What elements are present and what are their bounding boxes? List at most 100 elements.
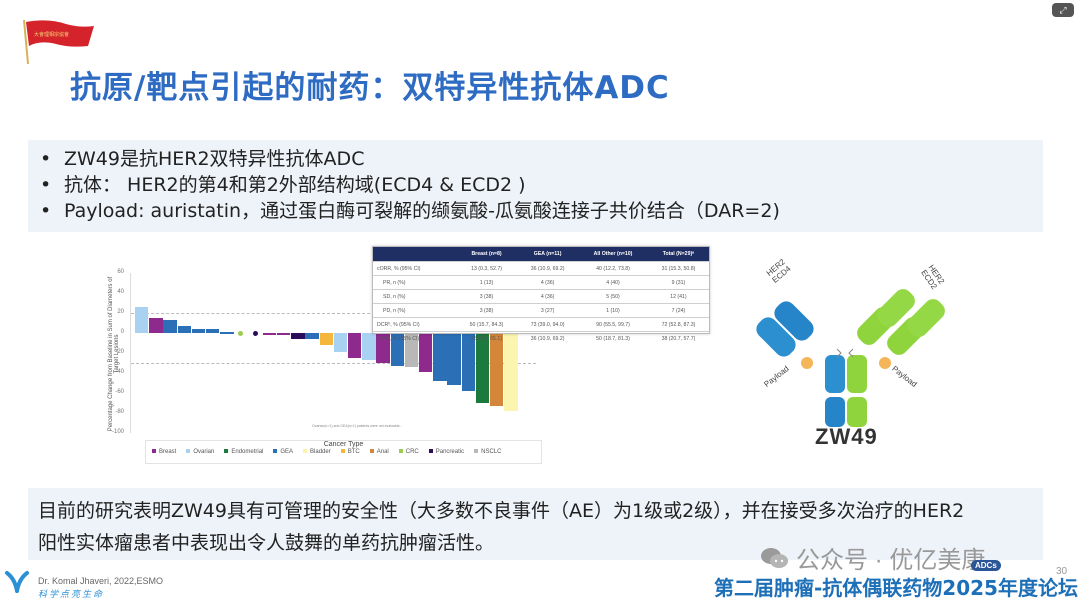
antibody-diagram — [756, 289, 945, 427]
legend-item: Pancreatic — [428, 449, 464, 455]
chart-bar — [149, 318, 163, 333]
chart-bar — [362, 333, 376, 360]
table-cell: 1 (13) — [455, 275, 518, 290]
table-row: PR, n (%)1 (13)4 (36)4 (40)9 (31) — [373, 275, 709, 290]
chart-bar — [348, 333, 362, 358]
chart-marker — [238, 330, 244, 336]
table-cell: 90 (55.5, 99.7) — [578, 317, 648, 332]
chart-bar — [305, 333, 319, 339]
legend-item: GEA — [273, 449, 293, 455]
expand-icon: ⤢ — [1059, 5, 1067, 15]
bullet-item: •Payload: auristatin，通过蛋白酶可裂解的缬氨酸-瓜氨酸连接子… — [40, 200, 780, 222]
table-cell: CBRᶜ, % (95% CI) — [373, 331, 456, 345]
bullet-item: •ZW49是抗HER2双特异性抗体ADC — [40, 148, 365, 170]
conclusion-line-2: 阳性实体瘤患者中表现出令人鼓舞的单药抗肿瘤活性。 — [38, 532, 495, 554]
legend-swatch-icon — [340, 449, 345, 454]
chart-bar — [475, 333, 490, 403]
table-row: CBRᶜ, % (95% CI)25 (3.2, 65.1)36 (10.9, … — [373, 331, 709, 345]
legend-item: Anal — [369, 449, 389, 455]
table-cell: DCRᵇ, % (95% CI) — [373, 317, 456, 332]
table-header: GEA (n=11) — [517, 247, 579, 262]
y-tick: -40 — [115, 369, 124, 375]
chart-bar — [504, 333, 518, 411]
table-cell: 73 (39.0, 94.0) — [517, 317, 579, 332]
legend-swatch-icon — [273, 449, 278, 454]
y-tick: -20 — [115, 349, 124, 355]
wechat-icon — [761, 547, 788, 568]
expand-button[interactable]: ⤢ — [1052, 3, 1074, 17]
y-tick: -60 — [115, 389, 124, 395]
table-cell: 3 (38) — [455, 303, 518, 318]
legend-swatch-icon — [186, 449, 191, 454]
chart-bar — [433, 333, 447, 381]
table-cell: 9 (31) — [647, 275, 709, 290]
table-header — [373, 247, 456, 262]
legend-swatch-icon — [398, 449, 403, 454]
legend-swatch-icon — [474, 449, 479, 454]
her2-ecd2-arm-icon — [857, 289, 945, 355]
table-cell: 5 (50) — [578, 289, 648, 304]
table-cell: SD, n (%) — [373, 289, 456, 304]
table-cell: 25 (3.2, 65.1) — [455, 331, 518, 345]
chart-bar — [333, 333, 348, 352]
y-tick: -80 — [115, 409, 124, 415]
table-cell: 31 (15.3, 50.8) — [647, 261, 709, 276]
citation: Dr. Komal Jhaveri, 2022,ESMO — [38, 576, 164, 586]
chart-bar — [191, 329, 206, 333]
table-row: SD, n (%)3 (38)4 (36)5 (50)12 (41) — [373, 289, 709, 304]
legend-item: NSCLC — [474, 449, 501, 455]
y-tick: 0 — [120, 329, 124, 335]
bullet-item: •抗体： HER2的第4和第2外部结构域(ECD4 & ECD2 ) — [40, 174, 526, 196]
response-table: Breast (n=8)GEA (n=11)All Other (n=10)To… — [372, 246, 710, 345]
table-cell: 1 (10) — [578, 303, 648, 318]
legend-swatch-icon — [224, 449, 229, 454]
chart-footnote: Ovarian(n=1) and GEA(n=1) patients were … — [312, 424, 403, 428]
chart-bar — [220, 332, 234, 334]
table-cell: 4 (40) — [578, 275, 648, 290]
flag-logo-icon: 大會理相宗協會 — [23, 19, 94, 65]
chart-bar — [291, 333, 305, 339]
legend-item: CRC — [398, 449, 419, 455]
fc-region-icon — [825, 348, 867, 427]
conclusion-line-1: 目前的研究表明ZW49具有可管理的安全性（大多数不良事件（AE）为1级或2级），… — [38, 500, 965, 522]
reference-line — [131, 363, 536, 364]
antibody-name: ZW49 — [815, 424, 878, 449]
table-cell: 50 (18.7, 81.3) — [578, 331, 648, 345]
chart-bar — [177, 326, 191, 333]
wechat-watermark: 公众号 · 优亿美康 — [760, 540, 985, 575]
table-cell: 7 (24) — [647, 303, 709, 318]
chart-bar — [447, 333, 461, 385]
table-cell: 13 (0.3, 52.7) — [455, 261, 518, 276]
table-header: Total (N=29)ᵃ — [647, 247, 709, 262]
page-title: 抗原/靶点引起的耐药：双特异性抗体ADC — [70, 70, 670, 106]
legend-swatch-icon — [428, 449, 433, 454]
brand-slogan: 科学点亮生命 — [38, 589, 105, 599]
legend-item: Breast — [152, 449, 176, 455]
table-cell: PD, n (%) — [373, 303, 456, 318]
table-cell: PR, n (%) — [373, 275, 456, 290]
chart-marker — [252, 330, 258, 336]
chart-bar — [262, 333, 277, 335]
y-tick: 60 — [117, 269, 124, 275]
table-cell: 40 (12.2, 73.8) — [578, 261, 648, 276]
table-cell: 3 (27) — [517, 303, 579, 318]
table-row: cORR, % (95% CI)13 (0.3, 52.7)36 (10.9, … — [373, 261, 709, 276]
adc-badge: ADCs — [971, 560, 1001, 571]
brand-logo-icon — [5, 571, 29, 593]
legend-title: Cancer Type — [323, 441, 364, 448]
table-cell: cORR, % (95% CI) — [373, 261, 456, 276]
chart-bar — [206, 329, 220, 333]
reference-line — [131, 313, 536, 314]
chart-bar — [135, 307, 149, 333]
chart-bar — [490, 333, 504, 406]
chart-bar — [163, 320, 177, 333]
chart-bar — [319, 333, 333, 345]
legend-swatch-icon — [303, 449, 308, 454]
page-number: 30 — [1056, 566, 1068, 577]
legend-item: Ovarian — [186, 449, 214, 455]
table-cell: 36 (10.9, 69.2) — [517, 331, 579, 345]
y-tick: 20 — [117, 309, 124, 315]
table-cell: 38 (20.7, 57.7) — [647, 331, 709, 345]
